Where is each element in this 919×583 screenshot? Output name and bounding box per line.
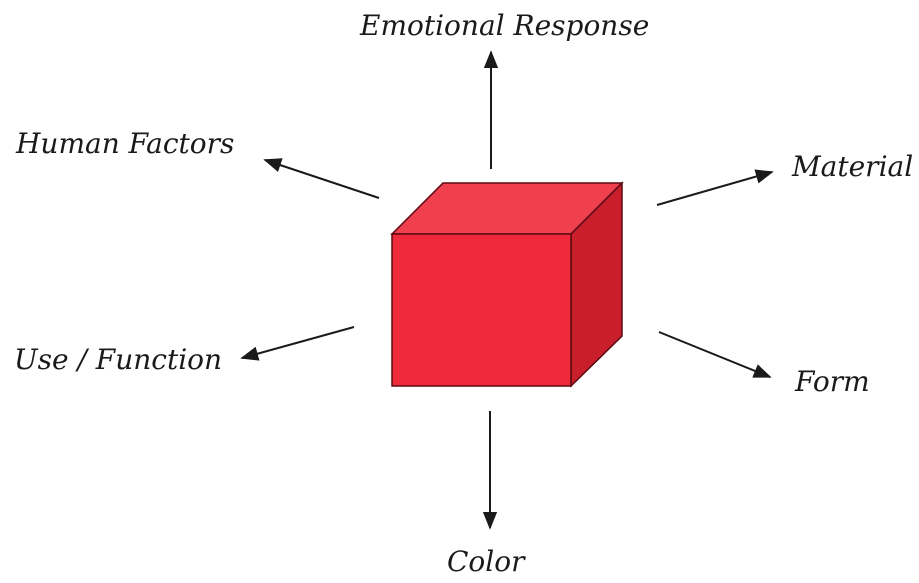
cube-front-face — [392, 234, 571, 386]
label-form: Form — [795, 368, 870, 396]
arrow-form — [659, 332, 770, 377]
arrow-human-factors — [265, 160, 379, 198]
label-emotional-response: Emotional Response — [360, 12, 649, 40]
label-material: Material — [792, 153, 913, 181]
label-use-function: Use / Function — [14, 346, 222, 374]
label-human-factors: Human Factors — [16, 130, 234, 158]
arrow-material — [657, 172, 772, 205]
label-color: Color — [447, 548, 524, 576]
red-cube — [392, 183, 622, 386]
arrow-use-function — [242, 327, 354, 358]
